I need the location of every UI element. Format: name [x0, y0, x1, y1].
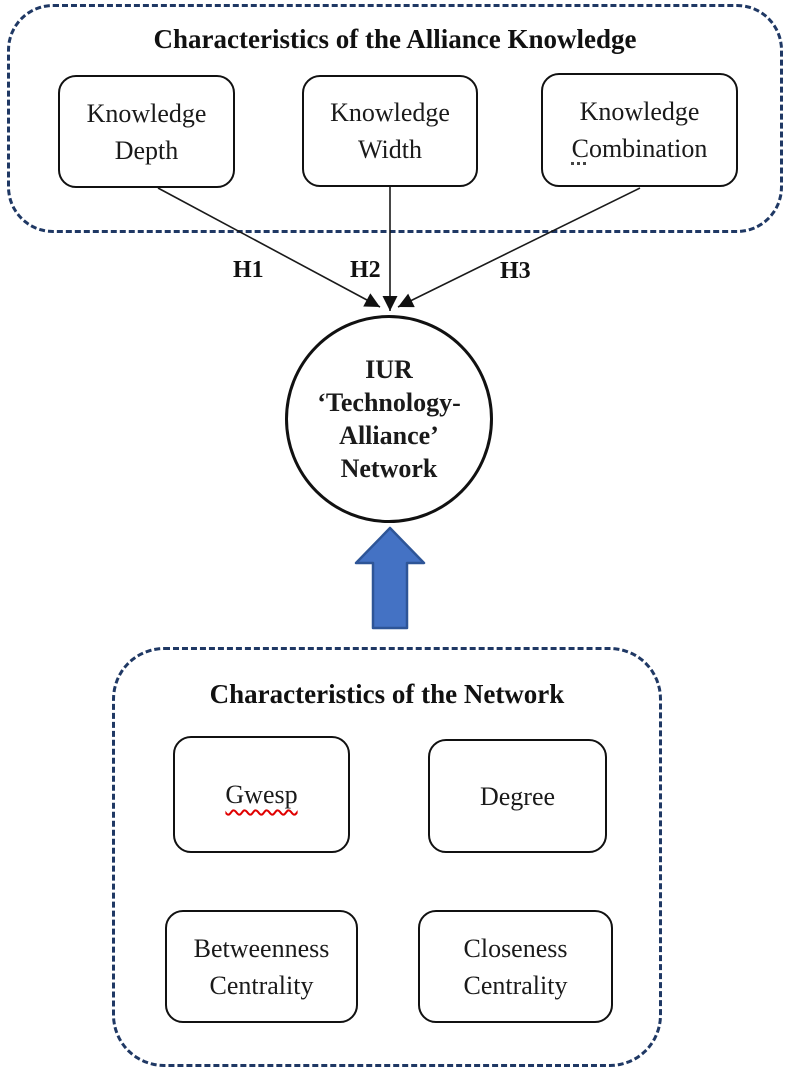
knowledge-combination-line2: Combination	[571, 134, 708, 163]
hypothesis-h1-label: H1	[233, 257, 264, 283]
network-characteristics-group: Characteristics of the Network	[112, 647, 662, 1067]
betweenness-line2: Centrality	[209, 970, 314, 1000]
gwesp-box: Gwesp	[173, 736, 350, 853]
gwesp-label: Gwesp	[225, 780, 298, 809]
hypothesis-h3-label: H3	[500, 258, 531, 284]
closeness-line2: Centrality	[463, 970, 568, 1000]
iur-line1: IUR	[365, 355, 413, 384]
knowledge-depth-box: Knowledge Depth	[58, 75, 235, 188]
degree-box: Degree	[428, 739, 607, 853]
degree-label: Degree	[479, 781, 556, 811]
iur-line2: ‘Technology-	[317, 388, 461, 417]
hypothesis-h2-label: H2	[350, 257, 381, 283]
block-up-arrow	[354, 526, 426, 630]
knowledge-depth-line1: Knowledge	[86, 98, 207, 128]
knowledge-width-box: Knowledge Width	[302, 75, 478, 187]
knowledge-width-line2: Width	[358, 135, 422, 164]
closeness-centrality-box: Closeness Centrality	[418, 910, 613, 1023]
iur-line4: Network	[340, 454, 438, 483]
closeness-line1: Closeness	[463, 933, 568, 963]
knowledge-depth-line2: Depth	[114, 135, 179, 165]
alliance-knowledge-group: Characteristics of the Alliance Knowledg…	[7, 4, 783, 233]
iur-network-label: IUR ‘Technology- Alliance’ Network	[317, 353, 461, 485]
network-characteristics-title: Characteristics of the Network	[209, 679, 565, 709]
knowledge-combination-box: Knowledge Combination	[541, 73, 738, 187]
betweenness-line1: Betweenness	[193, 933, 330, 963]
iur-network-circle: IUR ‘Technology- Alliance’ Network	[285, 315, 493, 523]
betweenness-centrality-box: Betweenness Centrality	[165, 910, 358, 1023]
iur-line3: Alliance’	[339, 421, 439, 450]
knowledge-width-line1: Knowledge	[330, 98, 450, 127]
knowledge-combination-line1: Knowledge	[579, 97, 700, 126]
alliance-knowledge-title: Characteristics of the Alliance Knowledg…	[153, 24, 637, 54]
